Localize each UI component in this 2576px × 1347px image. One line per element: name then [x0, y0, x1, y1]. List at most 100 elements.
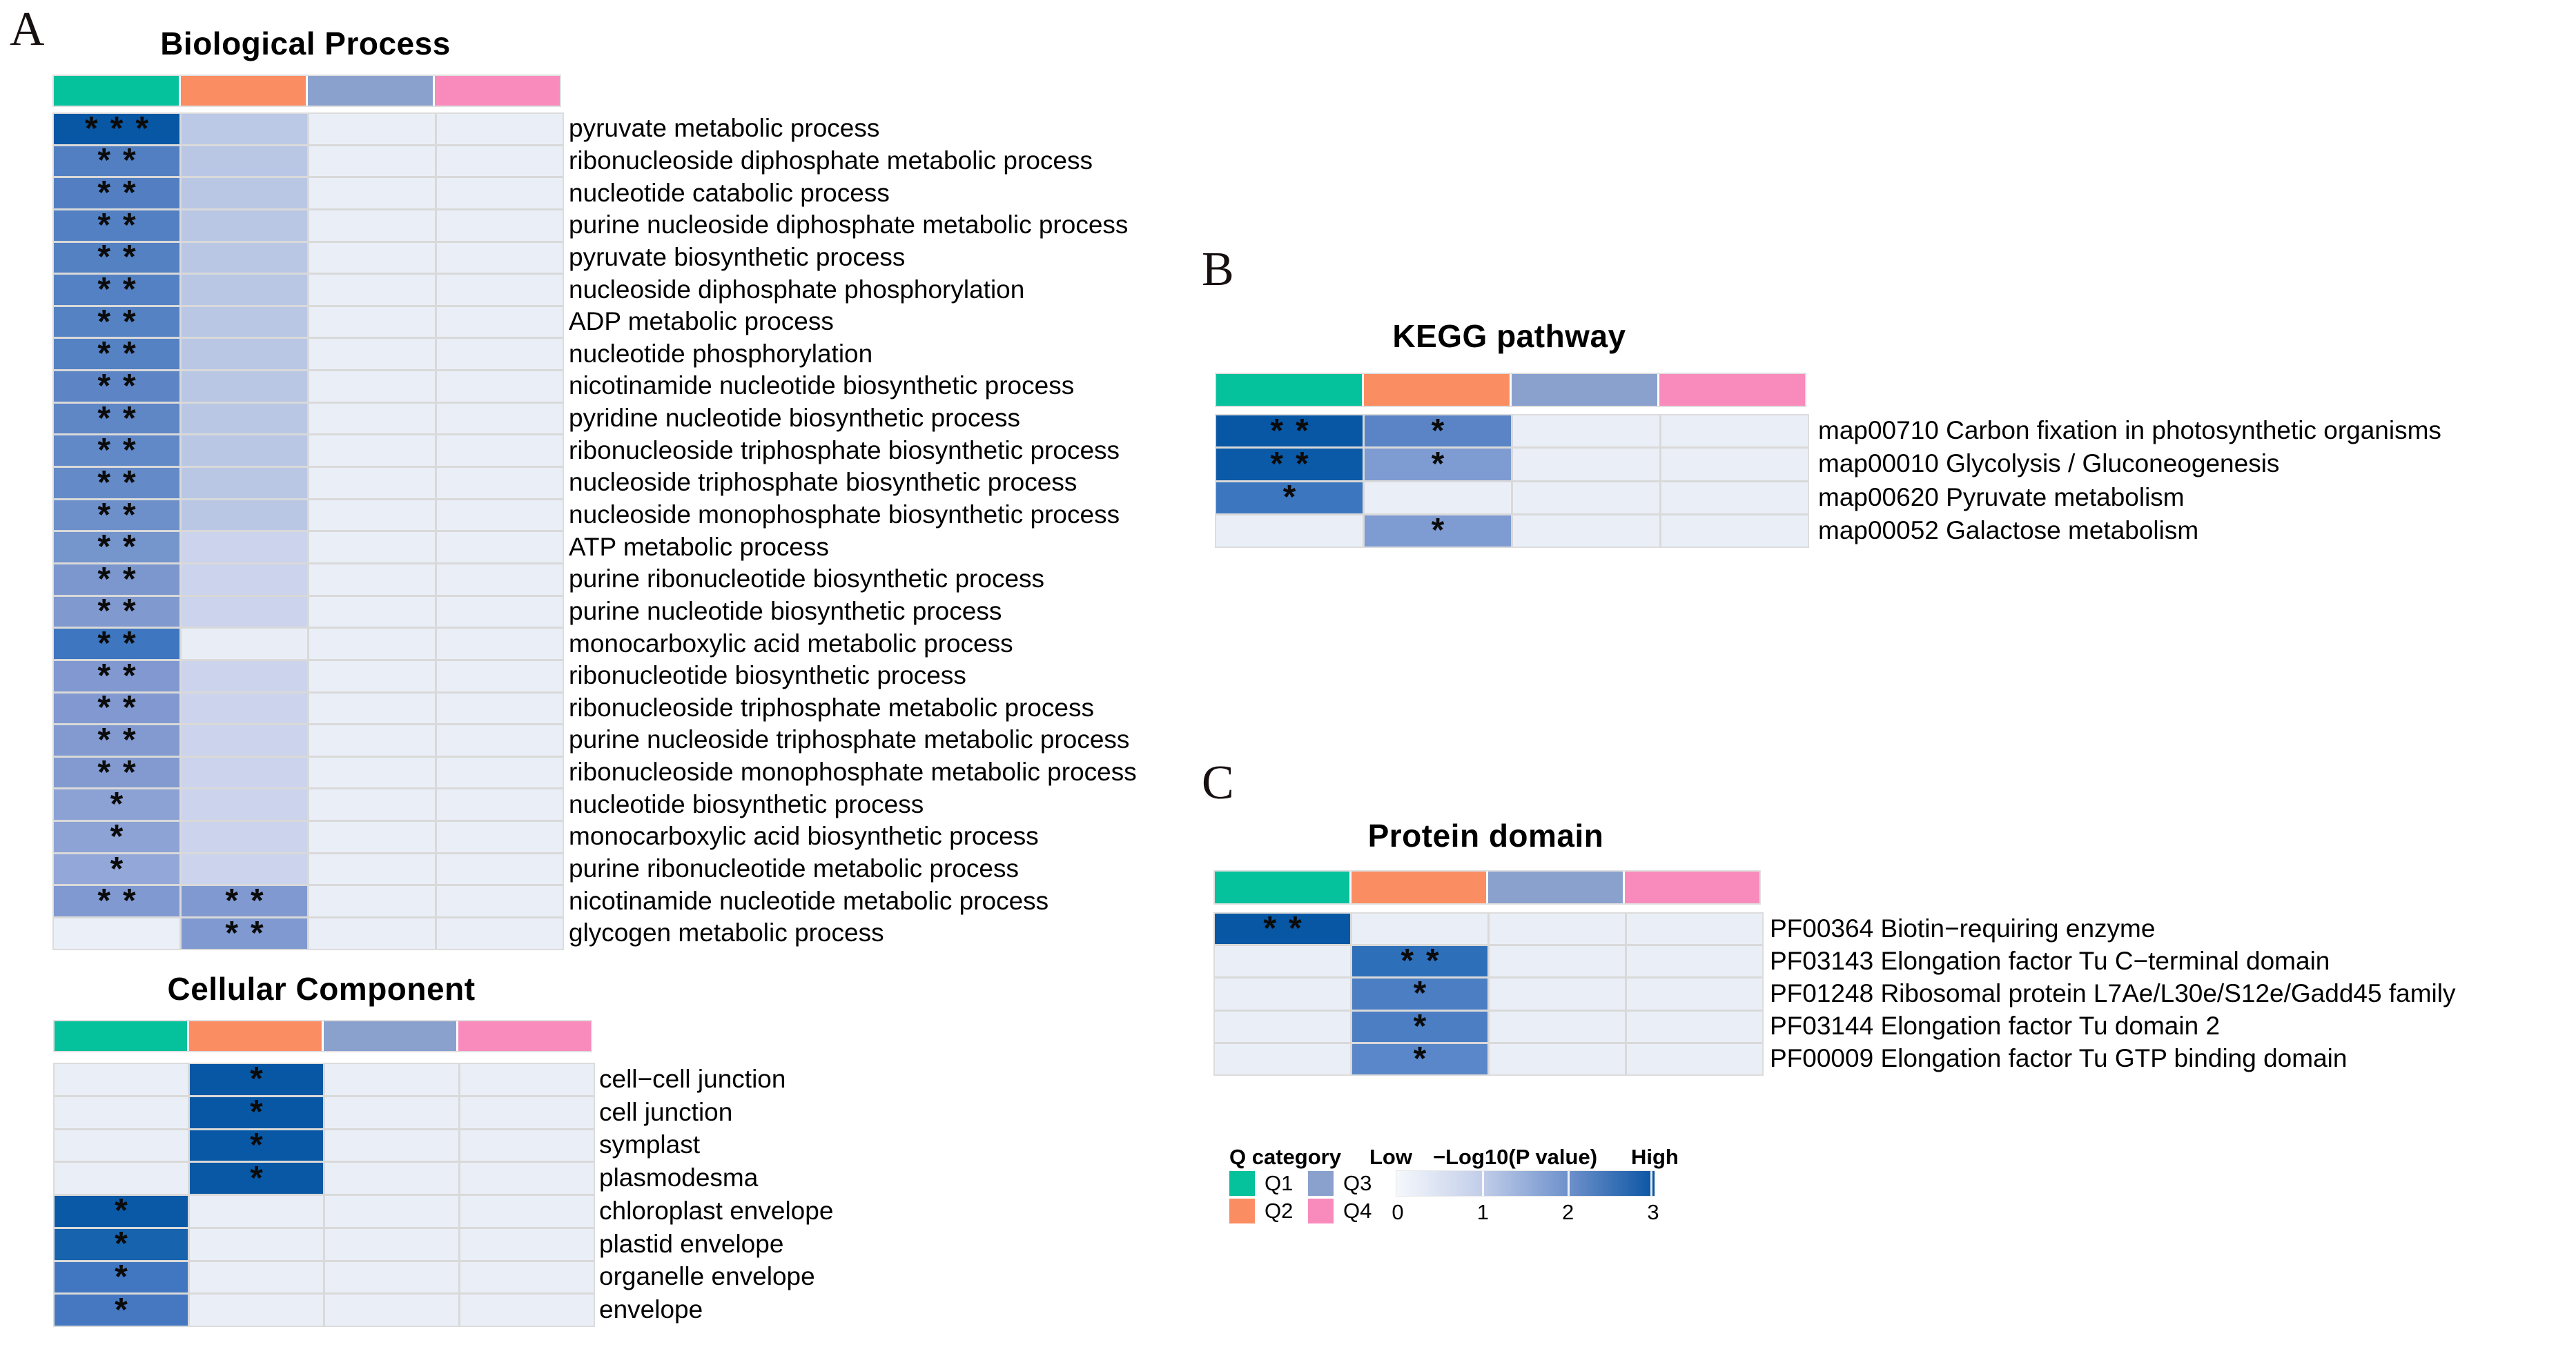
heatmap-cell — [1490, 914, 1625, 945]
row-label: map00052 Galactose metabolism — [1818, 515, 2199, 544]
row-label: chloroplast envelope — [599, 1196, 834, 1225]
heatmap-grid-cellular_component: ******** — [53, 1063, 595, 1327]
row-label: envelope — [599, 1295, 703, 1324]
heatmap-cell — [182, 596, 307, 627]
significance-stars: * — [1413, 1007, 1439, 1045]
legend-swatch-q4 — [1308, 1199, 1334, 1223]
row-label: pyruvate biosynthetic process — [569, 242, 906, 271]
heatmap-cell — [1215, 979, 1350, 1010]
heatmap-cell — [182, 306, 307, 337]
significance-stars: ** — [1270, 412, 1321, 449]
significance-stars: ** — [1270, 445, 1321, 482]
heatmap-cell: ** — [54, 722, 179, 758]
significance-stars: * — [250, 1094, 275, 1131]
heatmap-cell — [309, 146, 435, 177]
row-label: purine nucleotide biosynthetic process — [569, 596, 1002, 625]
heatmap-cell — [309, 468, 435, 498]
row-label: glycogen metabolic process — [569, 918, 884, 947]
row-label: PF00364 Biotin−requiring enzyme — [1770, 914, 2156, 943]
heatmap-cell — [1627, 914, 1762, 945]
heatmap-cell — [1627, 979, 1762, 1010]
pvalue-gradient-bar — [1396, 1170, 1655, 1197]
heatmap-cell: ** — [54, 657, 179, 694]
legend-q-category-title: Q category — [1229, 1145, 1341, 1169]
q-column-headers-protein_domain — [1213, 870, 1761, 905]
q3-header-block — [308, 76, 433, 106]
significance-stars: ** — [97, 560, 148, 598]
heatmap-grid-kegg_pathway: ******** — [1215, 414, 1809, 548]
q-column-headers-kegg_pathway — [1215, 373, 1806, 407]
heatmap-cell: ** — [54, 498, 179, 531]
significance-stars: ** — [97, 175, 148, 212]
significance-stars: ** — [97, 883, 148, 920]
heatmap-cell: ** — [1216, 445, 1363, 482]
significance-stars: ** — [97, 206, 148, 244]
heatmap-cell — [437, 403, 563, 434]
heatmap-cell — [437, 146, 563, 177]
heatmap-cell — [1215, 1011, 1350, 1042]
significance-stars: ** — [97, 303, 148, 340]
significance-stars: ** — [97, 593, 148, 630]
heatmap-cell — [182, 242, 307, 273]
heatmap-cell: ** — [54, 175, 179, 212]
heatmap-cell — [437, 306, 563, 337]
heatmap-cell — [182, 435, 307, 466]
significance-stars: * — [115, 1192, 140, 1230]
q3-header-block — [1488, 872, 1623, 903]
heatmap-cell — [190, 1228, 323, 1260]
row-label: PF03143 Elongation factor Tu C−terminal … — [1770, 946, 2330, 975]
heatmap-cell — [182, 660, 307, 691]
row-label: ribonucleoside triphosphate metabolic pr… — [569, 693, 1094, 722]
significance-stars: ** — [97, 657, 148, 694]
heatmap-cell: * — [55, 1293, 188, 1326]
heatmap-cell — [437, 275, 563, 305]
heatmap-cell: ** — [54, 402, 179, 435]
heatmap-cell — [460, 1295, 594, 1326]
significance-stars: ** — [97, 367, 148, 404]
heatmap-cell — [309, 918, 435, 949]
heatmap-cell — [325, 1097, 458, 1128]
row-label: map00620 Pyruvate metabolism — [1818, 482, 2185, 511]
heatmap-cell: * — [1352, 1007, 1487, 1045]
heatmap-cell: ** — [54, 367, 179, 404]
significance-stars: ** — [97, 722, 148, 758]
legend-q-label-q4: Q4 — [1343, 1199, 1372, 1223]
heatmap-cell — [437, 693, 563, 724]
heatmap-cell: * — [1365, 514, 1511, 547]
heatmap-cell — [437, 371, 563, 402]
panel-letter-c: C — [1202, 756, 1234, 809]
heatmap-cell — [437, 178, 563, 208]
significance-stars: ** — [97, 754, 148, 791]
heatmap-cell — [309, 306, 435, 337]
heatmap-grid-biological_process: ****************************************… — [52, 112, 564, 950]
heatmap-cell — [309, 500, 435, 531]
heatmap-cell — [309, 854, 435, 885]
row-label: plastid envelope — [599, 1229, 784, 1258]
heatmap-cell — [182, 564, 307, 595]
heatmap-cell — [182, 854, 307, 885]
significance-stars: ** — [97, 432, 148, 469]
heatmap-cell — [309, 114, 435, 144]
heatmap-cell — [1513, 449, 1659, 480]
significance-stars: ** — [97, 239, 148, 276]
q4-header-block — [435, 76, 560, 106]
heatmap-cell — [55, 1163, 188, 1194]
significance-stars: * — [1282, 479, 1309, 516]
heatmap-cell: * — [55, 1228, 188, 1261]
gradient-tick-label: 2 — [1562, 1200, 1574, 1224]
heatmap-cell: * — [190, 1063, 323, 1096]
heatmap-cell — [1661, 515, 1808, 547]
heatmap-cell — [190, 1196, 323, 1227]
row-label: purine ribonucleotide biosynthetic proce… — [569, 564, 1045, 593]
gradient-tick — [1650, 1171, 1652, 1196]
gradient-tick-label: 0 — [1392, 1200, 1404, 1224]
row-label: organelle envelope — [599, 1262, 815, 1291]
heatmap-cell: ** — [54, 531, 179, 564]
gradient-tick — [1568, 1171, 1570, 1196]
heatmap-cell — [325, 1295, 458, 1326]
row-label: nucleoside monophosphate biosynthetic pr… — [569, 500, 1120, 529]
heatmap-cell: * — [54, 852, 179, 885]
heatmap-cell: ** — [54, 883, 179, 920]
heatmap-cell — [437, 435, 563, 466]
panel-letter-a: A — [10, 3, 45, 56]
